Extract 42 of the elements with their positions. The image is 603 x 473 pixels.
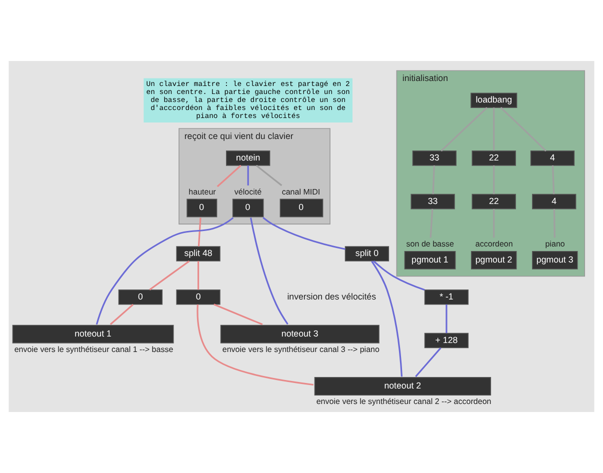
node-label: envoie vers le synthétiseur canal 2 --> accordeon — [316, 396, 492, 406]
connector — [110, 304, 134, 325]
connector — [262, 217, 346, 250]
connector — [373, 260, 425, 291]
node-box: 22 — [472, 194, 516, 210]
node-box: + 128 — [424, 332, 469, 348]
connector — [250, 218, 288, 325]
node-box: 4 — [532, 194, 576, 210]
connector — [149, 260, 190, 290]
node-label: vélocité — [234, 187, 262, 196]
node-label: envoie vers le synthétiseur canal 1 --> basse — [14, 344, 174, 354]
node-box: * -1 — [424, 290, 469, 305]
node-label: hauteur — [188, 187, 216, 196]
connector — [198, 218, 202, 246]
connector — [196, 304, 314, 386]
node-box: 4 — [530, 150, 575, 166]
connector — [415, 347, 442, 378]
node-box: 0 — [176, 290, 220, 305]
node-box: 22 — [472, 150, 516, 166]
connector — [197, 261, 200, 290]
node-box: split 0 — [344, 246, 390, 262]
connector — [256, 164, 282, 186]
node-box: loadbang — [470, 92, 518, 108]
node-label: son de basse — [406, 240, 454, 249]
connector — [216, 164, 242, 188]
connector — [247, 166, 249, 186]
node-box: 0 — [118, 290, 163, 305]
connector — [500, 107, 546, 152]
node-label: accordeon — [475, 240, 513, 249]
connector — [96, 217, 234, 325]
node-box: 33 — [412, 150, 457, 166]
node-box: notein — [226, 150, 270, 166]
node-label: envoie vers le synthétiseur canal 3 --> piano — [222, 344, 380, 354]
connector — [446, 304, 448, 334]
connector — [440, 107, 488, 152]
node-label: canal MIDI — [282, 187, 320, 196]
node-box: split 48 — [176, 246, 220, 262]
node-label: piano — [545, 240, 565, 249]
connector — [214, 304, 263, 326]
label: inversion des vélocités — [287, 291, 376, 302]
node-box: 33 — [410, 194, 455, 210]
connector — [371, 260, 403, 377]
